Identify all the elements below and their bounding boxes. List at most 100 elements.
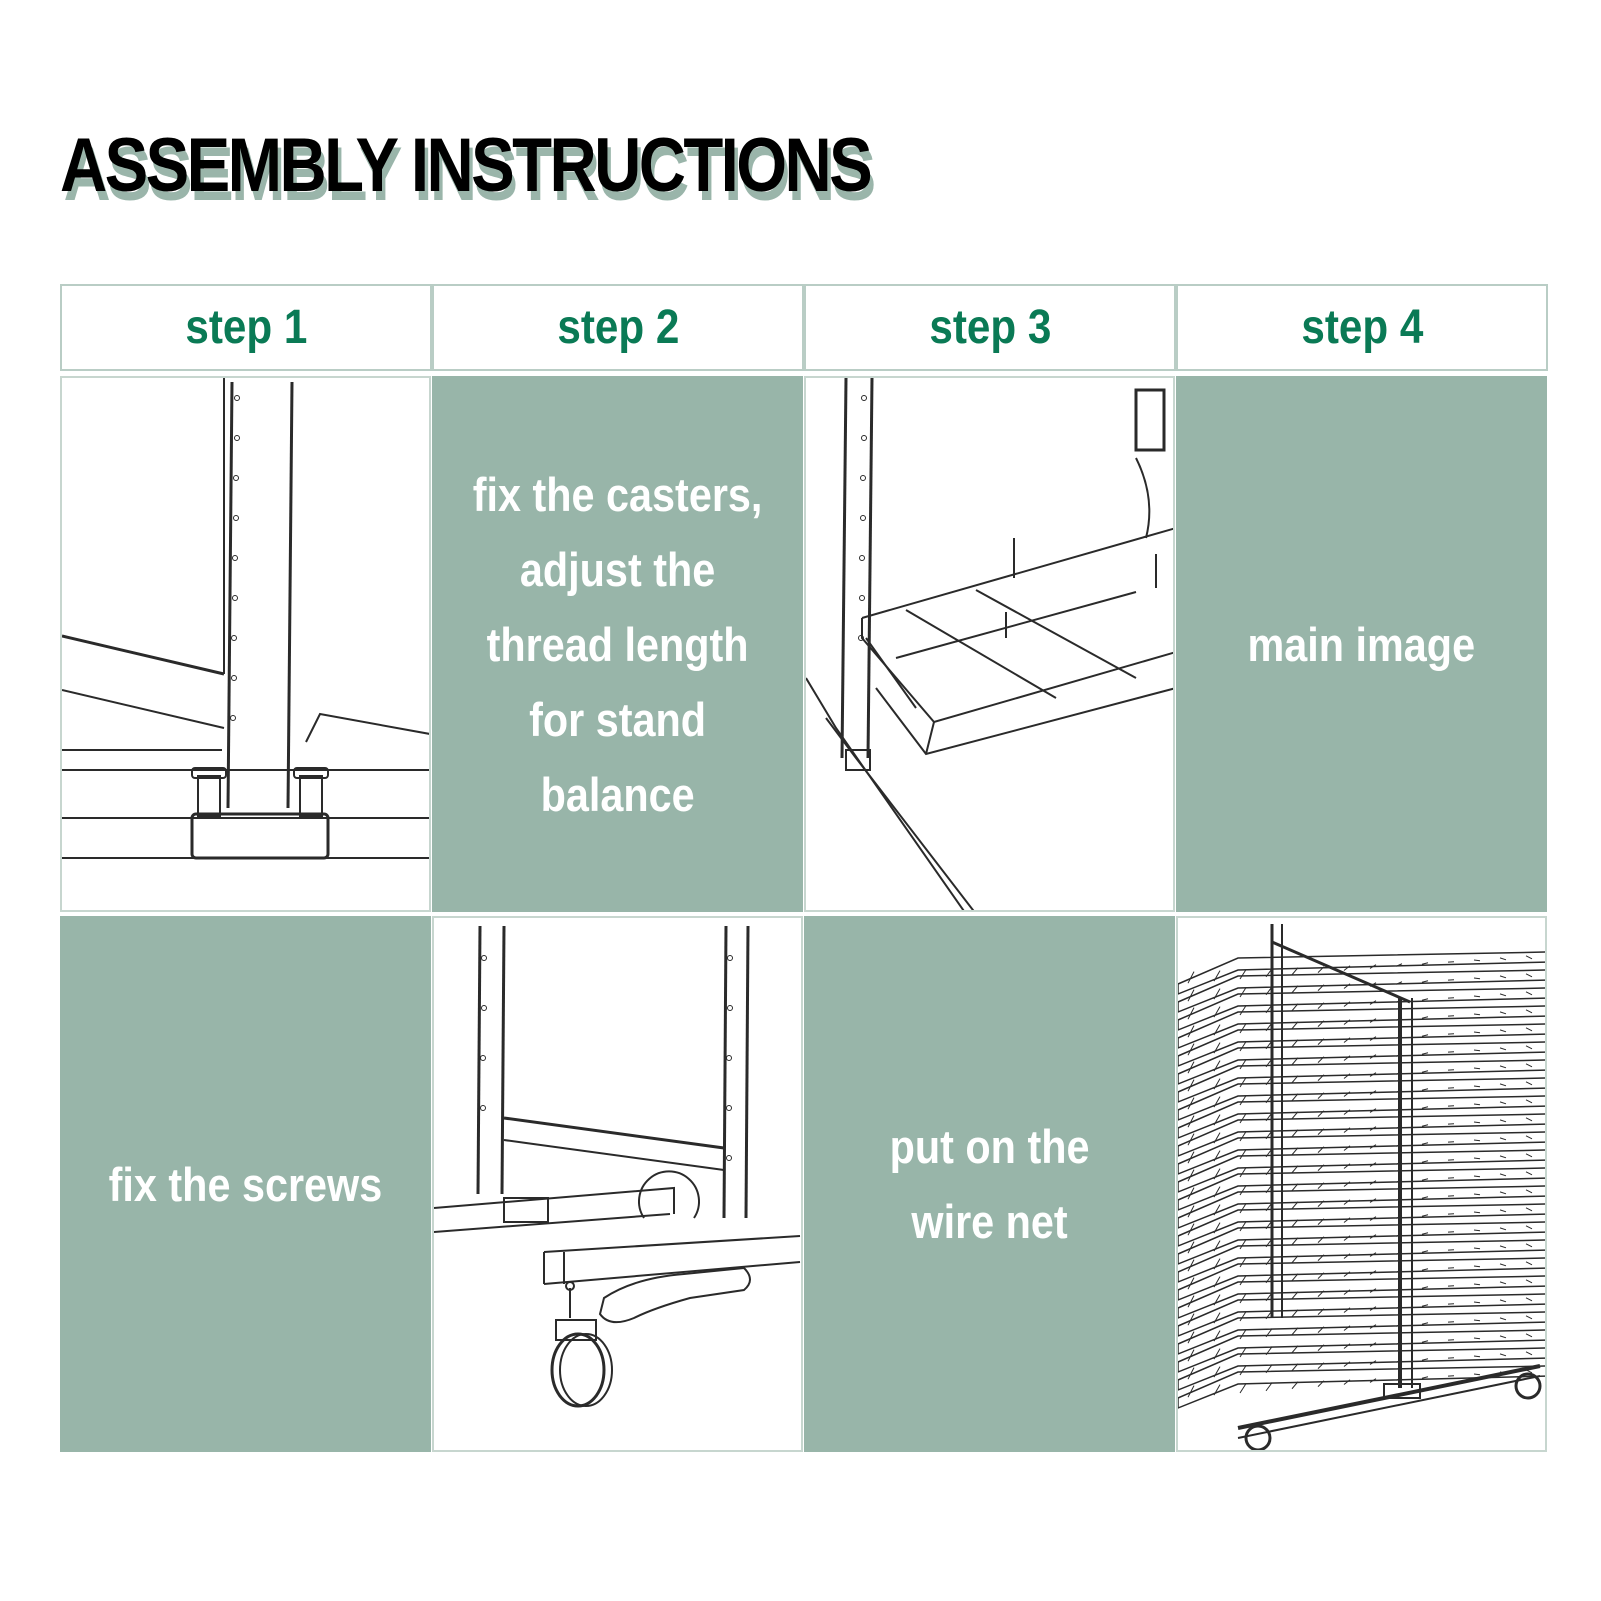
rack-shelf-wire bbox=[1213, 1096, 1221, 1108]
rack-shelf-wire bbox=[1317, 1362, 1325, 1370]
rack-shelf-wire bbox=[1213, 1114, 1221, 1126]
rack-shelf-wire bbox=[1291, 1309, 1299, 1318]
rack-shelf-wire bbox=[1291, 1237, 1299, 1246]
rack-shelf-wire bbox=[1473, 1031, 1481, 1034]
rack-shelf-wire bbox=[1499, 1299, 1507, 1303]
rack-shelf-wire bbox=[1369, 1378, 1377, 1383]
rack-shelf-wire bbox=[1187, 1223, 1195, 1236]
rack-shelf-wire bbox=[1525, 955, 1533, 960]
rack-shelf-wire bbox=[1499, 1335, 1507, 1339]
rack-shelf-wire bbox=[1421, 1304, 1429, 1307]
rack-shelf-wire bbox=[1239, 1383, 1247, 1394]
step-1-caption: fix the screws bbox=[108, 1157, 383, 1211]
rack-shelf-wire bbox=[1213, 1312, 1221, 1324]
rack-shelf-wire bbox=[1291, 1093, 1299, 1102]
rack-shelf-wire bbox=[1317, 1056, 1325, 1064]
rack-shelf-wire bbox=[1187, 1277, 1195, 1290]
rack-shelf-wire bbox=[1317, 1092, 1325, 1100]
rack-shelf-wire bbox=[1213, 970, 1221, 982]
rack-shelf-wire bbox=[1473, 1193, 1481, 1196]
rack-shelf-wire bbox=[1473, 1103, 1481, 1106]
rack-shelf-wire bbox=[1291, 1255, 1299, 1264]
rack-shelf-wire bbox=[1239, 1239, 1247, 1250]
rack-shelf-wire bbox=[1421, 998, 1429, 1001]
rack-shelf-wire bbox=[1395, 999, 1403, 1003]
rack-shelf-wire bbox=[1187, 1187, 1195, 1200]
rack-shelf-wire bbox=[1473, 1301, 1481, 1304]
rack-shelf-wire bbox=[1265, 1382, 1273, 1392]
rack-shelf-wire bbox=[1187, 989, 1195, 1002]
rack-shelf-wire bbox=[1525, 991, 1533, 996]
rack-shelf-wire bbox=[1421, 1376, 1429, 1379]
rack-shelf-wire bbox=[1395, 1161, 1403, 1165]
rack-shelf-wire bbox=[1213, 1240, 1221, 1252]
rack-shelf-wire bbox=[1395, 981, 1403, 985]
step-2-header: step 2 bbox=[432, 284, 804, 371]
rack-shelf-wire bbox=[1291, 1381, 1299, 1390]
rack-shelf bbox=[1178, 1239, 1545, 1283]
rack-shelf-wire bbox=[1421, 1358, 1429, 1361]
rack-shelf-wire bbox=[1343, 1343, 1351, 1349]
rack-shelf-wire bbox=[1499, 1353, 1507, 1357]
rack-shelf-wire bbox=[1421, 1160, 1429, 1163]
rack-shelf-wire bbox=[1369, 1072, 1377, 1077]
rack-shelf-wire bbox=[1421, 1142, 1429, 1145]
step-1-caption-panel: fix the screws bbox=[60, 916, 431, 1452]
rack-shelf-wire bbox=[1395, 1107, 1403, 1111]
rack-shelf-wire bbox=[1239, 969, 1247, 980]
step-2-caption: fix the casters, adjust the thread lengt… bbox=[472, 467, 763, 821]
rack-shelf-wire bbox=[1343, 1001, 1351, 1007]
rack-shelf-wire bbox=[1525, 973, 1533, 978]
rack-shelf-wire bbox=[1369, 1162, 1377, 1167]
rack-shelf-wire bbox=[1525, 1315, 1533, 1320]
rack-shelf-wire bbox=[1369, 1090, 1377, 1095]
rack-shelf-wire bbox=[1525, 1063, 1533, 1068]
rack-shelf-wire bbox=[1473, 1067, 1481, 1070]
rack-shelf-wire bbox=[1213, 1024, 1221, 1036]
rack-shelf-wire bbox=[1473, 1283, 1481, 1286]
rack-shelf-wire bbox=[1473, 1211, 1481, 1214]
rack-shelf bbox=[1178, 1185, 1545, 1229]
rack-shelf-wire bbox=[1473, 977, 1481, 980]
rack-shelf-wire bbox=[1525, 1279, 1533, 1284]
rack-shelf-wire bbox=[1343, 1037, 1351, 1043]
rack-shelf-wire bbox=[1213, 1330, 1221, 1342]
rack-shelf-wire bbox=[1187, 971, 1195, 984]
rack-shelf-wire bbox=[1291, 1039, 1299, 1048]
step-1-frame-screws-illustration bbox=[60, 376, 431, 912]
rack-shelf-wire bbox=[1499, 1191, 1507, 1195]
rack-shelf-wire bbox=[1395, 1287, 1403, 1291]
rack-shelf-wire bbox=[1499, 1317, 1507, 1321]
rack-shelf bbox=[1178, 1275, 1545, 1319]
rack-shelf-wire bbox=[1525, 1153, 1533, 1158]
rack-shelf bbox=[1178, 1203, 1545, 1247]
rack-shelf-wire bbox=[1369, 1198, 1377, 1203]
rack-shelf-wire bbox=[1369, 1270, 1377, 1275]
rack-shelf-wire bbox=[1473, 1373, 1481, 1376]
rack-shelf-wire bbox=[1395, 1215, 1403, 1219]
rack-shelf-wire bbox=[1187, 1295, 1195, 1308]
rack-shelf bbox=[1178, 1077, 1545, 1121]
rack-shelf-wire bbox=[1499, 1137, 1507, 1141]
rack-shelf-wire bbox=[1317, 1272, 1325, 1280]
rack-shelf-wire bbox=[1213, 1366, 1221, 1378]
rack-shelf-wire bbox=[1343, 1325, 1351, 1331]
rack-shelf-wire bbox=[1369, 1180, 1377, 1185]
rack-shelf-wire bbox=[1499, 993, 1507, 997]
rack-shelf-wire bbox=[1369, 1252, 1377, 1257]
rack-shelf-wire bbox=[1239, 1023, 1247, 1034]
rack-shelf-wire bbox=[1291, 1147, 1299, 1156]
rack-shelf-wire bbox=[1499, 1029, 1507, 1033]
step-2-casters-illustration bbox=[432, 916, 803, 1452]
rack-shelf-wire bbox=[1291, 1363, 1299, 1372]
rack-shelf-wire bbox=[1421, 962, 1429, 965]
rack-shelf-wire bbox=[1499, 1101, 1507, 1105]
rack-shelf-wire bbox=[1473, 995, 1481, 998]
rack-shelf-wire bbox=[1421, 1178, 1429, 1181]
rack-shelf-wire bbox=[1499, 1011, 1507, 1015]
rack-shelf-wire bbox=[1395, 1269, 1403, 1273]
rack-shelf bbox=[1178, 969, 1545, 1013]
rack-shelf-wire bbox=[1525, 1333, 1533, 1338]
rack-shelf bbox=[1178, 1023, 1545, 1067]
rack-shelf-wire bbox=[1291, 1201, 1299, 1210]
